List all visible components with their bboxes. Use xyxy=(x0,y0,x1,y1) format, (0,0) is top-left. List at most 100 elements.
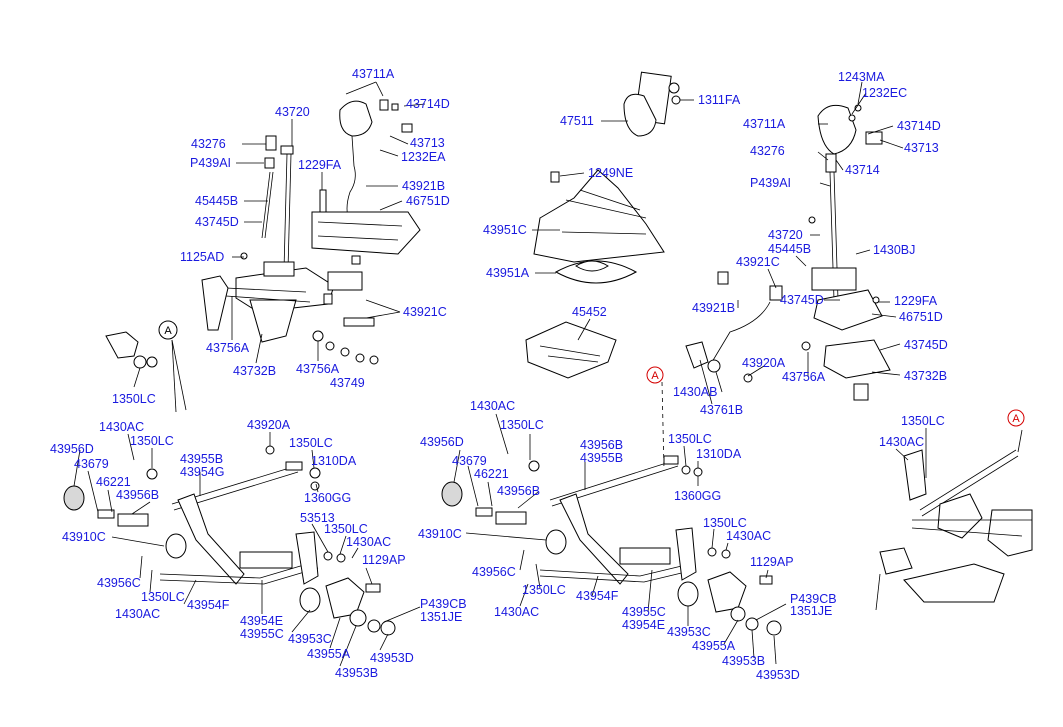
part-label: 1243MA xyxy=(838,70,885,84)
part-label: 43910C xyxy=(62,530,106,544)
part-label: 43953B xyxy=(335,666,378,680)
part-label: 43921C xyxy=(403,305,447,319)
part-label: 1430AB xyxy=(673,385,717,399)
part-label: 43956C xyxy=(472,565,516,579)
part-label: 1360GG xyxy=(674,489,721,503)
part-label: 43954E xyxy=(622,618,665,632)
part-label: 43713 xyxy=(904,141,939,155)
part-label: 1350LC xyxy=(289,436,333,450)
part-label: 43953C xyxy=(288,632,332,646)
part-label: 1229FA xyxy=(894,294,938,308)
left-linkage-assembly xyxy=(63,445,396,636)
part-label: 1129AP xyxy=(362,553,406,567)
part-label: 43756A xyxy=(206,341,250,355)
part-label: P439CB xyxy=(420,597,467,611)
part-label: 43955B xyxy=(580,451,623,465)
svg-text:A: A xyxy=(651,370,659,382)
part-label: 43714D xyxy=(897,119,941,133)
part-label: 43956D xyxy=(50,442,94,456)
part-label: 43756A xyxy=(296,362,340,376)
center-shift-boot-parts xyxy=(525,71,681,379)
reference-markers: A A A xyxy=(158,320,1025,471)
part-label: 43954F xyxy=(187,598,230,612)
part-label: 43756A xyxy=(782,370,826,384)
part-label: 1232EC xyxy=(862,86,907,100)
part-label: 1350LC xyxy=(130,434,174,448)
ref-marker-left: A xyxy=(158,320,178,340)
part-label: 1430AC xyxy=(879,435,924,449)
part-label: 43711A xyxy=(743,117,786,131)
part-drawings xyxy=(63,71,1033,636)
part-label: 1430AC xyxy=(99,420,144,434)
part-label: 43951C xyxy=(483,223,527,237)
part-label: 43745D xyxy=(195,215,239,229)
part-label: 1430AC xyxy=(726,529,771,543)
part-label: 43956D xyxy=(420,435,464,449)
part-label: 1350LC xyxy=(901,414,945,428)
reverse-bracket-assembly xyxy=(879,429,1033,603)
part-number-labels: 43711A 43714D 43720 43276 43713 1232EA P… xyxy=(50,67,948,682)
part-label: 43956B xyxy=(580,438,623,452)
part-label: 43711A xyxy=(352,67,395,81)
part-label: 43720 xyxy=(768,228,803,242)
svg-text:A: A xyxy=(1012,413,1020,425)
part-label: 43956C xyxy=(97,576,141,590)
part-label: 43954G xyxy=(180,465,224,479)
part-label: 43954E xyxy=(240,614,283,628)
part-label: 43955A xyxy=(692,639,736,653)
part-label: 43910C xyxy=(418,527,462,541)
part-label: 1249NE xyxy=(588,166,633,180)
part-label: 47511 xyxy=(560,114,594,128)
leader-lines xyxy=(73,81,927,667)
part-label: 1350LC xyxy=(522,583,566,597)
ref-marker-right: A xyxy=(1007,409,1025,427)
part-label: 1350LC xyxy=(500,418,544,432)
part-label: 46751D xyxy=(406,194,450,208)
part-label: 43276 xyxy=(191,137,226,151)
part-label: 43714 xyxy=(845,163,880,177)
part-label: 45452 xyxy=(572,305,607,319)
part-label: 45445B xyxy=(195,194,238,208)
part-label: 43745D xyxy=(904,338,948,352)
part-label: 43732B xyxy=(233,364,276,378)
ref-marker-center: A xyxy=(646,366,665,471)
part-label: 43955C xyxy=(622,605,666,619)
part-label: 53513 xyxy=(300,511,335,525)
part-label: 43713 xyxy=(410,136,445,150)
part-label: 43720 xyxy=(275,105,310,119)
part-label: 1360GG xyxy=(304,491,351,505)
part-label: 43956B xyxy=(116,488,159,502)
part-label: 43921C xyxy=(736,255,780,269)
part-label: 1310DA xyxy=(311,454,357,468)
part-label: 1430AC xyxy=(346,535,391,549)
part-label: 43745D xyxy=(780,293,824,307)
part-label: 43955B xyxy=(180,452,223,466)
part-label: P439AI xyxy=(750,176,791,190)
part-label: 1351JE xyxy=(420,610,462,624)
part-label: 43921B xyxy=(692,301,735,315)
part-label: 1430AC xyxy=(470,399,515,413)
part-label: 1232EA xyxy=(401,150,446,164)
part-label: 43679 xyxy=(452,454,487,468)
part-label: 1125AD xyxy=(180,250,224,264)
center-linkage-assembly xyxy=(441,455,782,636)
part-label: 43276 xyxy=(750,144,785,158)
right-shift-lever-assembly xyxy=(685,104,891,401)
part-label: 43953B xyxy=(722,654,765,668)
part-label: 43749 xyxy=(330,376,365,390)
left-shift-lever-assembly xyxy=(105,99,421,369)
part-label: P439AI xyxy=(190,156,231,170)
part-label: 1350LC xyxy=(703,516,747,530)
part-label: 43921B xyxy=(402,179,445,193)
part-label: 1129AP xyxy=(750,555,794,569)
part-label: 1310DA xyxy=(696,447,742,461)
part-label: 43954F xyxy=(576,589,619,603)
part-label: 43920A xyxy=(247,418,291,432)
part-label: 43953D xyxy=(370,651,414,665)
part-label: 1430AC xyxy=(115,607,160,621)
part-label: 46221 xyxy=(474,467,509,481)
part-label: 1430AC xyxy=(494,605,539,619)
part-label: 1350LC xyxy=(141,590,185,604)
part-label: 1430BJ xyxy=(873,243,915,257)
